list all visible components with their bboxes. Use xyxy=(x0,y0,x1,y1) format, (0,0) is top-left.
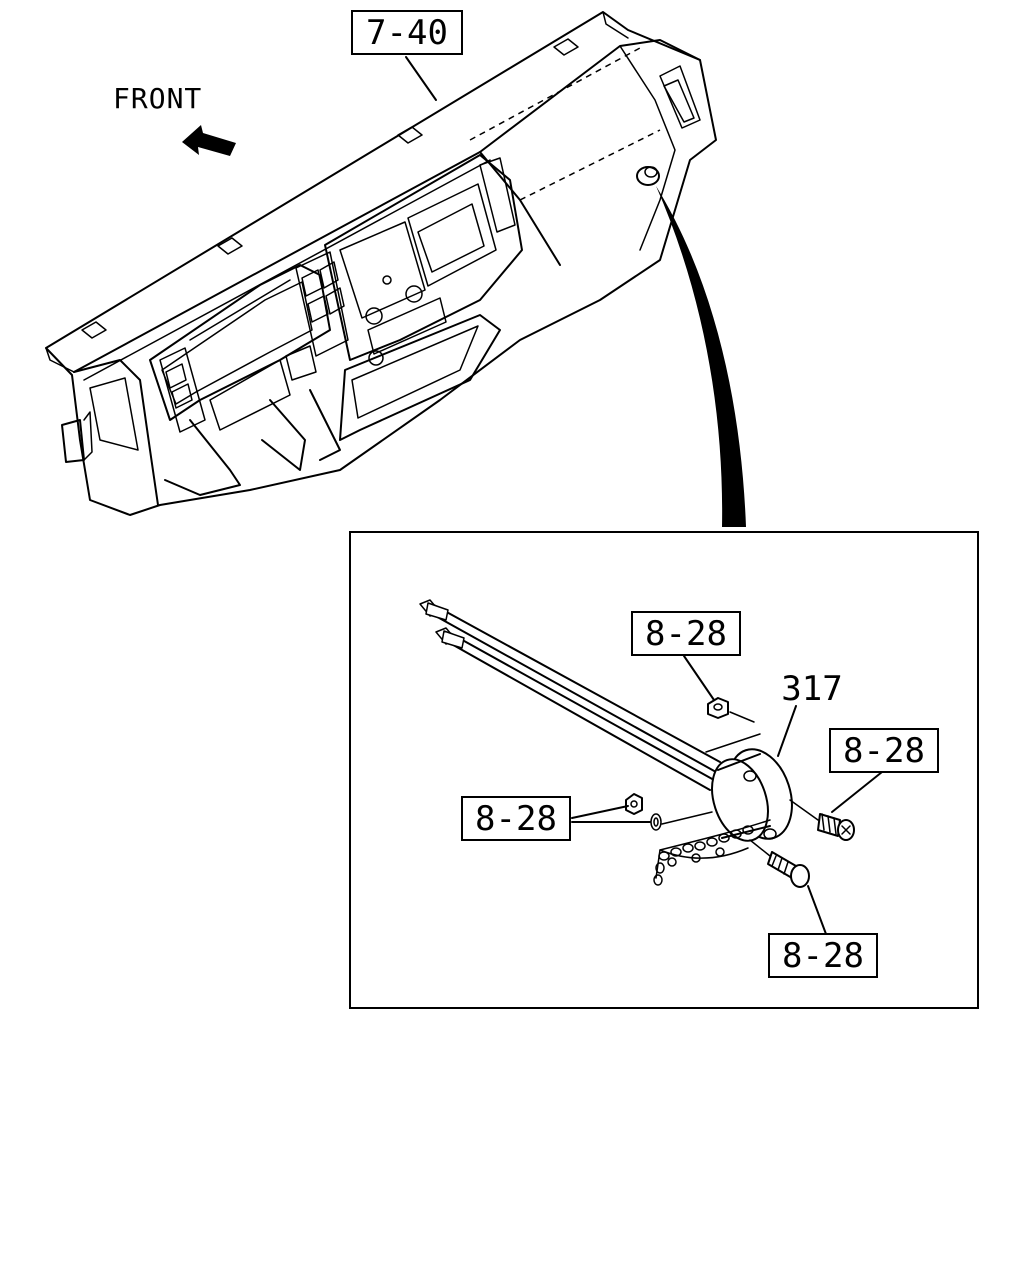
dashboard-leader-line xyxy=(405,56,437,101)
callout-317: 317 xyxy=(781,669,842,709)
left-nut-and-washer xyxy=(625,793,713,831)
callout-8-28-right-label: 8-28 xyxy=(843,731,925,771)
front-label: FRONT xyxy=(113,82,202,115)
detail-leader-wedge xyxy=(656,186,746,527)
leader-top-nut xyxy=(683,655,715,701)
right-screw xyxy=(789,799,855,841)
callout-8-28-top: 8-28 xyxy=(631,611,741,656)
callout-8-28-right: 8-28 xyxy=(829,728,939,773)
front-arrow-icon xyxy=(182,125,236,156)
leader-right-screw xyxy=(831,771,883,813)
callout-8-28-bottom-label: 8-28 xyxy=(782,936,864,976)
dashboard-assembly xyxy=(45,11,717,516)
bottom-bolt xyxy=(749,839,810,888)
detail-view-frame xyxy=(349,531,979,1009)
front-direction-indicator: FRONT xyxy=(113,82,236,156)
callout-8-28-bottom: 8-28 xyxy=(768,933,878,978)
callout-8-28-left-label: 8-28 xyxy=(475,799,557,839)
callout-8-28-top-label: 8-28 xyxy=(645,614,727,654)
leader-left-nut xyxy=(571,805,629,819)
callout-7-40-label: 7-40 xyxy=(366,13,448,53)
callout-8-28-left: 8-28 xyxy=(461,796,571,841)
callout-7-40: 7-40 xyxy=(351,10,463,55)
fuel-sender-unit xyxy=(419,599,797,886)
top-nut xyxy=(707,697,755,723)
part-number-317: 317 xyxy=(781,669,842,709)
leader-bottom-bolt xyxy=(807,885,827,935)
